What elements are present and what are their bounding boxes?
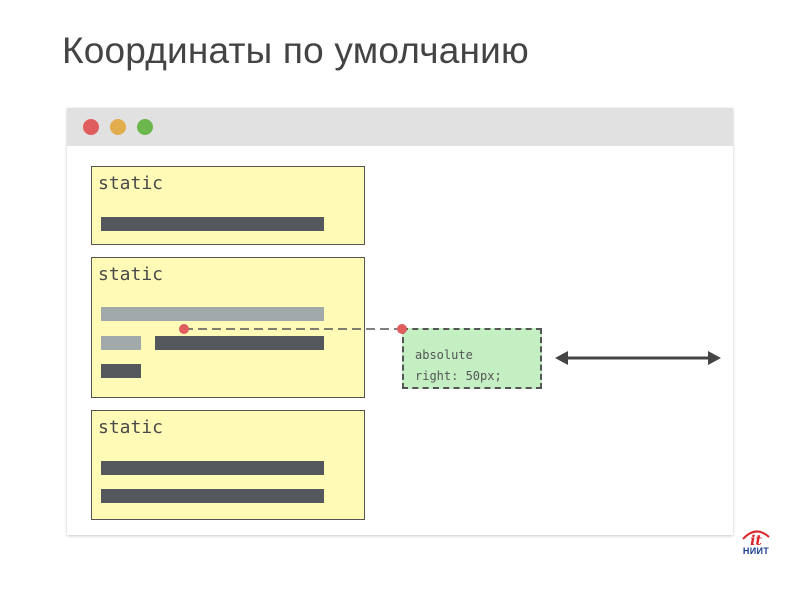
static-box-3: static [91, 410, 365, 520]
static-box-1: static [91, 166, 365, 245]
absolute-box-line-2: right: 50px; [415, 369, 502, 383]
content-bar-light [101, 336, 141, 350]
content-bar [101, 217, 324, 231]
static-box-3-label: static [98, 417, 164, 438]
content-bar [101, 364, 141, 378]
absolute-box: absolute right: 50px; [402, 328, 542, 389]
static-box-2-label: static [98, 264, 164, 285]
absolute-box-line-1: absolute [415, 348, 473, 362]
content-bar-light [101, 307, 324, 321]
static-box-2: static [91, 257, 365, 398]
logo-mark: it [750, 533, 762, 549]
niit-logo-icon: it [742, 530, 770, 549]
maximize-dot-icon[interactable] [137, 119, 153, 135]
content-bar [101, 489, 324, 503]
target-marker-icon [397, 324, 407, 334]
close-dot-icon[interactable] [83, 119, 99, 135]
origin-marker-icon [179, 324, 189, 334]
content-bar [155, 336, 324, 350]
double-arrow-icon [555, 351, 721, 365]
slide-title: Координаты по умолчанию [62, 30, 529, 71]
browser-title-bar [67, 108, 733, 146]
static-box-1-label: static [98, 173, 164, 194]
logo-name: НИИТ [742, 546, 770, 556]
minimize-dot-icon[interactable] [110, 119, 126, 135]
content-bar [101, 461, 324, 475]
